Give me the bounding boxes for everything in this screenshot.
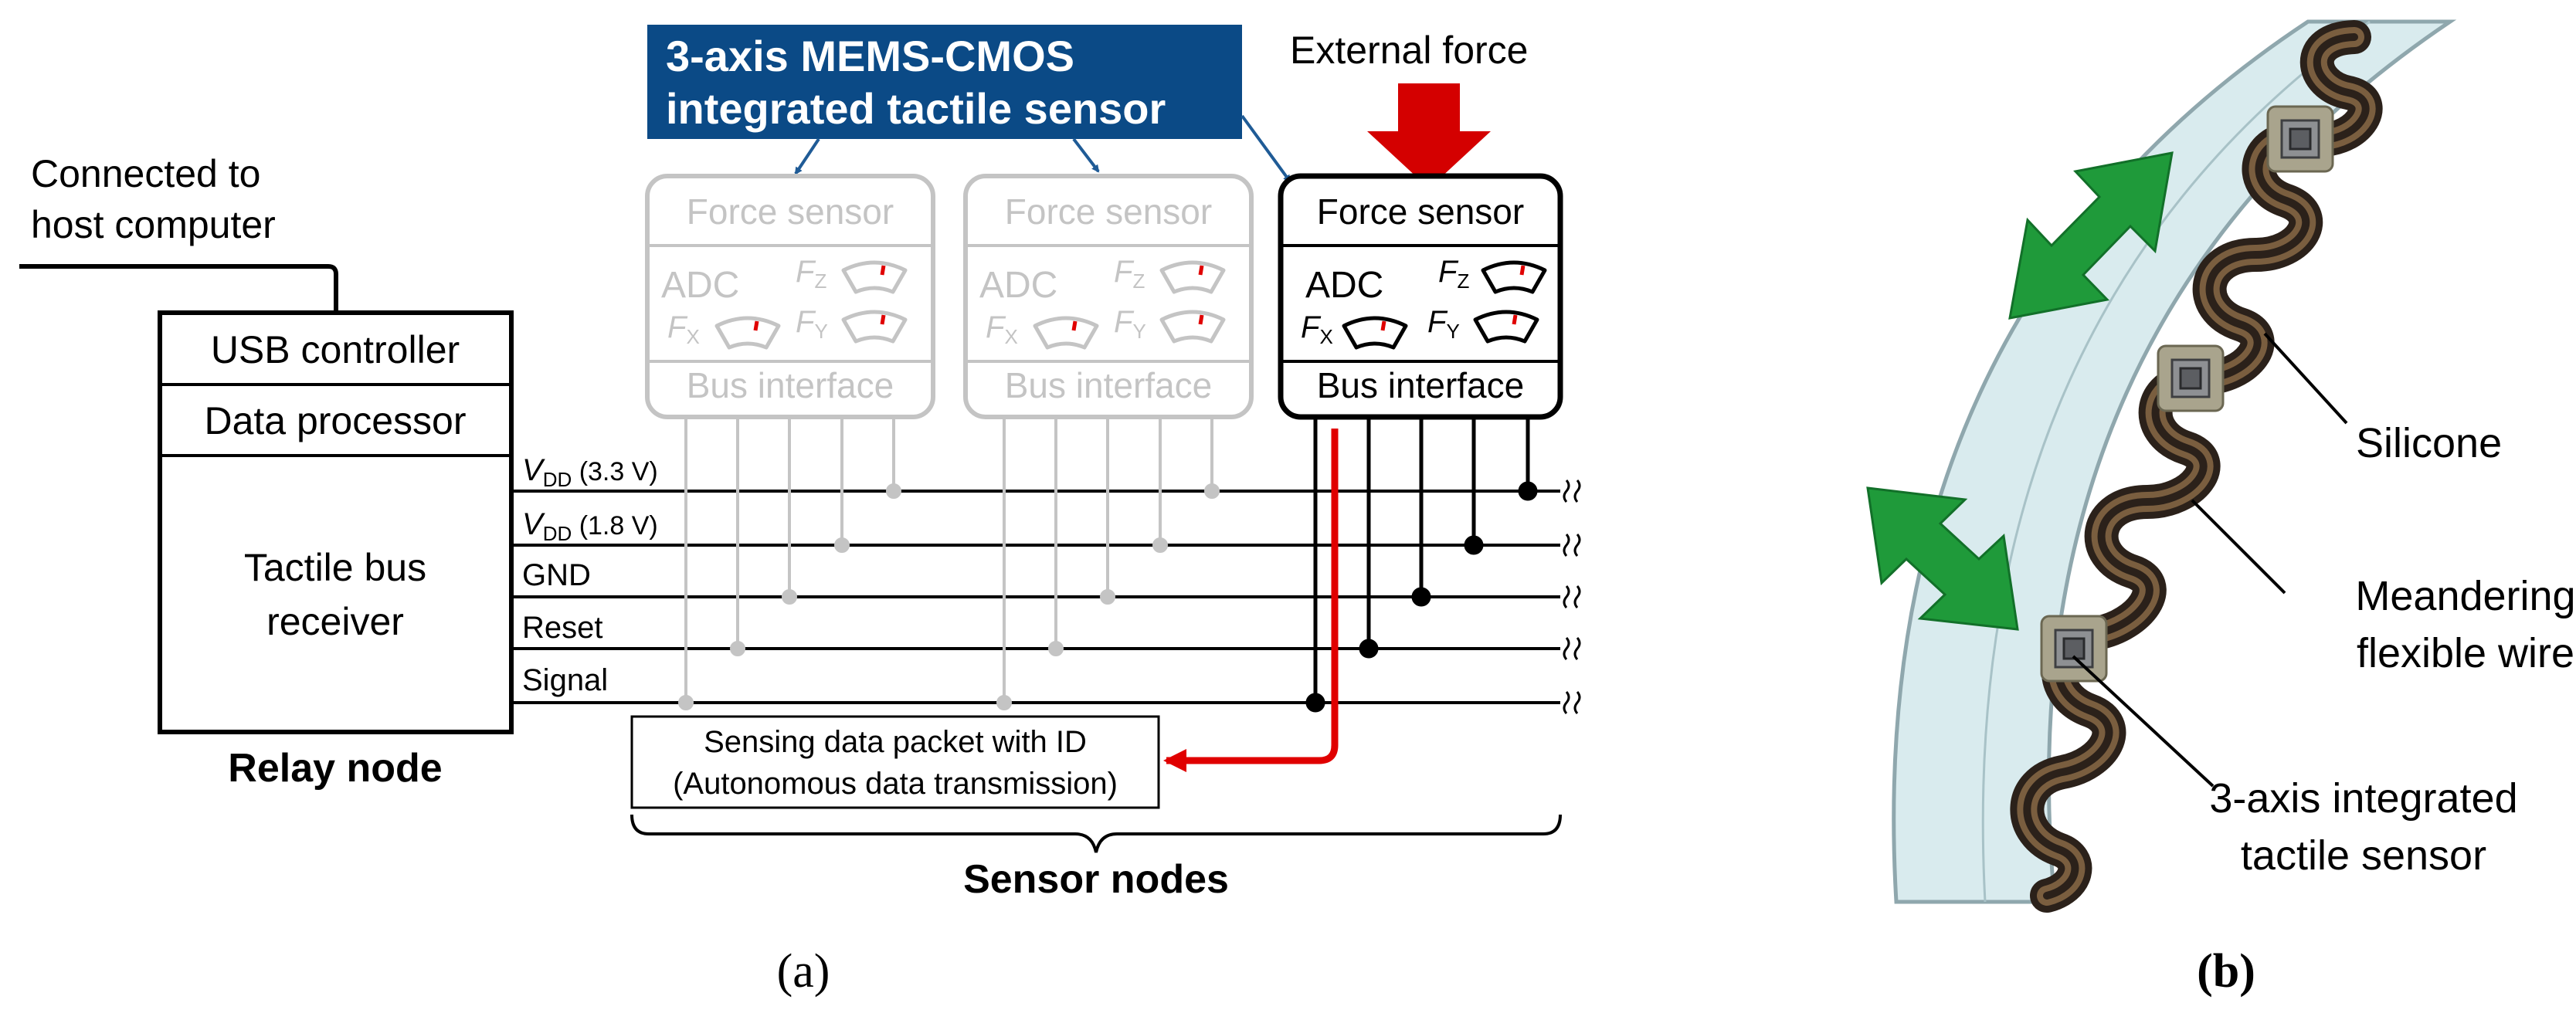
node1-fx-label: FX: [667, 310, 700, 348]
node2-fy-label: FY: [1114, 305, 1146, 343]
sensor-title-box: [647, 25, 1242, 139]
bus-label-vdd33: VDD (3.3 V): [522, 453, 658, 491]
bus-label-gnd: GND: [522, 558, 591, 592]
tactile-sensor-chip-2: [2157, 344, 2225, 412]
wire-label-line2: flexible wire: [2357, 630, 2574, 676]
tactile-sensor-chip-1: [2266, 105, 2334, 173]
sensor-node-1: Force sensor ADC Bus interface FZ FX FY: [645, 174, 935, 419]
node1-fz-label: FZ: [796, 255, 826, 293]
pointer-arrow-node1: [794, 137, 820, 175]
node3-adc-label: ADC: [1305, 265, 1383, 306]
sensor-title-line1: 3-axis MEMS-CMOS: [666, 32, 1074, 80]
bus-labels: VDD (3.3 V) VDD (1.8 V) GND Reset Signal: [522, 453, 658, 697]
sensor-node-3: Force sensor ADC Bus interface FZ FX FY: [1278, 173, 1563, 420]
node3-bus-interface-label: Bus interface: [1317, 365, 1524, 405]
bus-label-signal: Signal: [522, 663, 608, 697]
node3-force-sensor-label: Force sensor: [1317, 191, 1524, 232]
node1-fy-label: FY: [796, 305, 828, 343]
bus-label-reset: Reset: [522, 611, 603, 645]
host-label-line1: Connected to: [31, 152, 260, 195]
bus-label-vdd18: VDD (1.8 V): [522, 507, 658, 545]
usb-controller-label: USB controller: [211, 328, 460, 371]
panel-b: Silicone Meandering flexible wire 3-axis…: [1866, 19, 2576, 998]
host-label-line2: host computer: [31, 203, 276, 246]
sensor-nodes-label: Sensor nodes: [963, 857, 1229, 902]
wire-label-line1: Meandering: [2355, 573, 2575, 619]
strain-arrow-upper-icon: [2008, 151, 2174, 320]
tactile-bus-receiver-line2: receiver: [266, 600, 404, 643]
pointer-arrow-node2: [1072, 137, 1100, 173]
panel-b-caption: (b): [2197, 945, 2255, 998]
data-packet-line1: Sensing data packet with ID: [704, 725, 1087, 759]
packet-transmission-arrow: [1163, 429, 1339, 772]
silicone-label: Silicone: [2356, 420, 2502, 466]
sensor-label-line2: tactile sensor: [2241, 832, 2486, 879]
data-processor-label: Data processor: [204, 399, 466, 442]
sensor-title-line2: integrated tactile sensor: [666, 84, 1166, 133]
sensor-node-2: Force sensor ADC Bus interface FZ FX FY: [963, 174, 1254, 419]
silicone-band-inner-edge: [1981, 20, 2371, 903]
sensor-label-line1: 3-axis integrated: [2209, 775, 2517, 822]
host-cable: [19, 264, 338, 313]
strain-arrow-lower-icon: [1866, 486, 2019, 631]
external-force-label: External force: [1290, 29, 1528, 72]
relay-node-label: Relay node: [228, 746, 442, 791]
node2-adc-label: ADC: [979, 265, 1057, 306]
node1-force-sensor-label: Force sensor: [687, 191, 894, 232]
tactile-sensor-chip-3: [2040, 615, 2108, 683]
sensor-nodes-brace: [630, 814, 1562, 853]
silicone-leader-line: [2263, 332, 2348, 425]
node1-adc-label: ADC: [661, 265, 739, 306]
pointer-arrow-node3: [1240, 114, 1291, 183]
bus-lines: [511, 490, 1560, 704]
node2-fx-label: FX: [986, 310, 1018, 348]
node-drop-lines-active: [1305, 417, 1538, 713]
node3-fz-label: FZ: [1438, 255, 1469, 293]
relay-node: USB controller Data processor Tactile bu…: [158, 310, 514, 734]
node-drop-lines-faded: [678, 417, 1220, 710]
panel-a: 3-axis MEMS-CMOS integrated tactile sens…: [19, 25, 1581, 998]
panel-a-caption: (a): [777, 945, 830, 998]
node3-fx-label: FX: [1301, 310, 1333, 348]
data-packet-line2: (Autonomous data transmission): [673, 767, 1118, 801]
data-packet-box: [630, 715, 1160, 809]
node3-fy-label: FY: [1427, 305, 1460, 343]
node2-fz-label: FZ: [1114, 255, 1145, 293]
wire-leader-line: [2191, 499, 2286, 595]
node2-force-sensor-label: Force sensor: [1005, 191, 1212, 232]
node1-bus-interface-label: Bus interface: [687, 365, 894, 405]
node2-bus-interface-label: Bus interface: [1005, 365, 1212, 405]
tactile-bus-receiver-line1: Tactile bus: [244, 546, 426, 589]
sensor-leader-line: [2072, 655, 2215, 788]
external-force-arrow: [1367, 83, 1491, 188]
bus-line-break-marks: [1563, 480, 1581, 714]
panel-b-leader-lines: [2072, 332, 2348, 788]
title-pointer-arrows: [794, 114, 1291, 183]
